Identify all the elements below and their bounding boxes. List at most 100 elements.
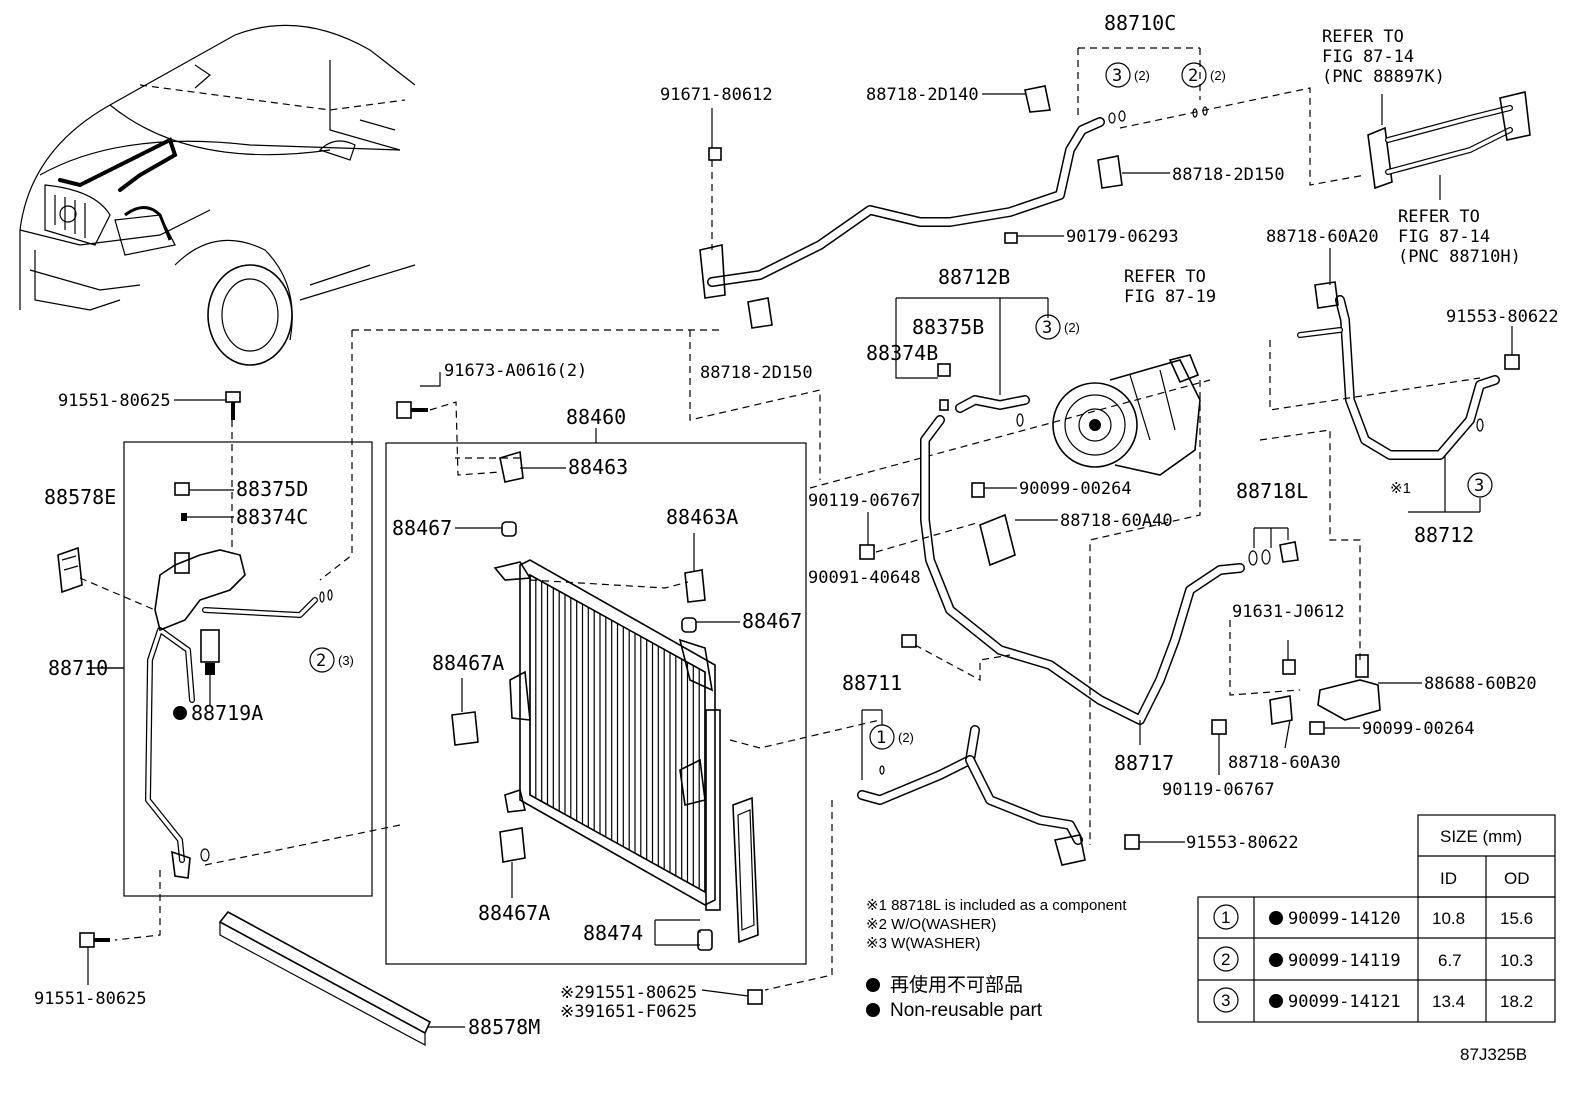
label-91553-80622-b: 91553-80622 — [1186, 833, 1299, 853]
label-88688-60B20: 88688-60B20 — [1424, 674, 1537, 694]
svg-text:REFER TO: REFER TO — [1322, 27, 1404, 47]
label-88718-2D150-b: 88718-2D150 — [700, 363, 813, 383]
footnotes: ※1 88718L is included as a component ※2 … — [866, 897, 1127, 1021]
hose-88712b — [920, 363, 1245, 725]
svg-text:18.2: 18.2 — [1500, 992, 1533, 1011]
condenser-fins — [529, 575, 706, 892]
svg-text:※2 W/O(WASHER): ※2 W/O(WASHER) — [866, 916, 996, 933]
svg-text:1: 1 — [876, 728, 886, 748]
svg-text:(3): (3) — [338, 653, 354, 668]
svg-text:FIG 87-14: FIG 87-14 — [1398, 227, 1490, 247]
label-90119-06767-b: 90119-06767 — [1162, 780, 1275, 800]
svg-text:3: 3 — [1112, 66, 1122, 86]
svg-text:1: 1 — [1221, 908, 1230, 927]
label-91551-80625-a: 91551-80625 — [58, 391, 171, 411]
compressor — [1052, 354, 1201, 845]
label-90179-06293: 90179-06293 — [1066, 227, 1179, 247]
clamp-88718l — [1248, 541, 1299, 566]
svg-text:2: 2 — [1188, 66, 1198, 86]
clamp-88718-60a40 — [859, 482, 1016, 682]
label-88474: 88474 — [583, 921, 643, 945]
box-88460 — [385, 428, 881, 965]
svg-text:90099-14119: 90099-14119 — [1288, 951, 1401, 971]
non-reusable-dot-88719A — [173, 706, 187, 720]
svg-text:(PNC 88897K): (PNC 88897K) — [1322, 67, 1445, 87]
label-88463: 88463 — [568, 455, 628, 479]
label-91631-J0612: 91631-J0612 — [1232, 602, 1345, 622]
label-88578M: 88578M — [468, 1015, 540, 1039]
label-88460: 88460 — [566, 405, 626, 429]
label-88718-2D140: 88718-2D140 — [866, 85, 979, 105]
svg-text:3: 3 — [1042, 318, 1052, 338]
label-88712B: 88712B — [938, 265, 1010, 289]
size-table: SIZE (mm) ID OD 1 90099-14120 10.8 15.6 … — [1197, 814, 1556, 1023]
svg-text:REFER TO: REFER TO — [1398, 207, 1480, 227]
label-88717: 88717 — [1114, 751, 1174, 775]
label-88711: 88711 — [842, 671, 902, 695]
box-88710 — [79, 330, 401, 941]
suction-hose — [352, 85, 1366, 489]
svg-text:3: 3 — [1221, 991, 1230, 1010]
svg-text:OD: OD — [1504, 869, 1530, 888]
seal-88578m — [218, 910, 432, 1047]
label-90099-00264-b: 90099-00264 — [1362, 719, 1475, 739]
reference-notes: REFER TO FIG 87-14 (PNC 88897K) REFER TO… — [1124, 27, 1521, 307]
label-88718-60A20: 88718-60A20 — [1266, 227, 1379, 247]
svg-text:SIZE (mm): SIZE (mm) — [1440, 827, 1522, 846]
label-88718L: 88718L — [1236, 479, 1308, 503]
hose-88711 — [747, 725, 1140, 1005]
svg-text:(2): (2) — [1134, 68, 1150, 83]
bracket-88688-60b20 — [1229, 620, 1381, 721]
svg-text:13.4: 13.4 — [1432, 992, 1465, 1011]
svg-text:90099-14121: 90099-14121 — [1288, 992, 1401, 1012]
label-91673-A0616: 91673-A0616(2) — [444, 361, 587, 381]
svg-text:FIG 87-14: FIG 87-14 — [1322, 47, 1414, 67]
svg-text:ID: ID — [1440, 869, 1457, 888]
svg-text:2: 2 — [316, 651, 326, 671]
label-88710C: 88710C — [1104, 11, 1176, 35]
svg-text:10.8: 10.8 — [1432, 909, 1465, 928]
label-88712: 88712 — [1414, 523, 1474, 547]
callout-labels: 3 (2) 2 (2) 3 (2) 3 2 (3) 1 (2) ※1 — [316, 66, 1484, 748]
label-91651-F0625: ※391651-F0625 — [560, 1002, 697, 1022]
pipe-plate — [1367, 91, 1531, 190]
label-88467A-b: 88467A — [478, 901, 550, 925]
svg-text:Non-reusable part: Non-reusable part — [890, 1000, 1043, 1021]
bolt-91673-a0616 — [396, 401, 501, 476]
svg-text:(2): (2) — [898, 730, 914, 745]
label-91671-80612: 91671-80612 — [660, 85, 773, 105]
label-90119-06767-a: 90119-06767 — [808, 491, 921, 511]
label-88467-a: 88467 — [392, 516, 452, 540]
svg-text:再使用不可部品: 再使用不可部品 — [890, 974, 1023, 996]
label-88374B: 88374B — [866, 341, 938, 365]
label-90091-40648: 90091-40648 — [808, 568, 921, 588]
hose-88712 — [1259, 281, 1520, 660]
svg-text:REFER TO: REFER TO — [1124, 267, 1206, 287]
label-88718-60A40: 88718-60A40 — [1060, 511, 1173, 531]
svg-text:3: 3 — [1474, 476, 1484, 496]
label-88467A-a: 88467A — [432, 651, 504, 675]
label-88718-2D150-a: 88718-2D150 — [1172, 165, 1285, 185]
group-lines — [654, 47, 1481, 946]
label-88719A: 88719A — [191, 701, 263, 725]
svg-text:2: 2 — [1221, 950, 1230, 969]
label-88375D: 88375D — [236, 477, 308, 501]
callout-circles — [309, 62, 1493, 775]
label-88710: 88710 — [48, 656, 108, 680]
label-91551-80625-c: ※291551-80625 — [560, 983, 697, 1003]
svg-text:6.7: 6.7 — [1438, 951, 1462, 970]
svg-text:90099-14120: 90099-14120 — [1288, 909, 1401, 929]
svg-text:(PNC 88710H): (PNC 88710H) — [1398, 247, 1521, 267]
label-88467-b: 88467 — [742, 609, 802, 633]
label-88463A: 88463A — [666, 505, 738, 529]
label-91551-80625-b: 91551-80625 — [34, 989, 147, 1009]
svg-text:※3 W(WASHER): ※3 W(WASHER) — [866, 935, 981, 952]
svg-text:※1: ※1 — [1390, 480, 1411, 497]
leaders — [87, 93, 1513, 1028]
bolt-91551-80625-top — [225, 391, 241, 420]
label-88374C: 88374C — [236, 505, 308, 529]
bolt-91551-80625-bottom — [79, 932, 110, 948]
svg-text:(2): (2) — [1210, 68, 1226, 83]
svg-text:FIG 87-19: FIG 87-19 — [1124, 287, 1216, 307]
